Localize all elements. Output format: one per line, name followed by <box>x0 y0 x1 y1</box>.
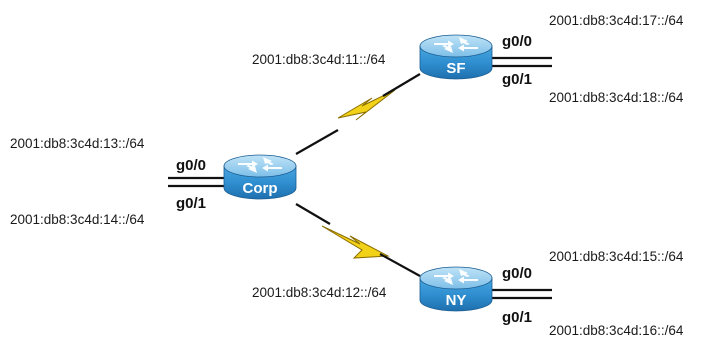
router-ny[interactable]: NY <box>419 266 493 312</box>
router-corp[interactable]: Corp <box>223 154 297 200</box>
network-corp-g01: 2001:db8:3c4d:14::/64 <box>10 212 145 227</box>
router-sf[interactable]: SF <box>419 34 493 80</box>
sf-interface-lines <box>492 56 552 68</box>
ny-interface-lines <box>492 288 552 300</box>
network-ny-g01: 2001:db8:3c4d:16::/64 <box>549 323 684 338</box>
corp-g00-label: g0/0 <box>176 157 206 174</box>
sf-g01-label: g0/1 <box>502 71 532 88</box>
serial-link-corp-sf <box>295 73 421 155</box>
corp-g01-label: g0/1 <box>176 195 206 212</box>
ny-g00-label: g0/0 <box>502 265 532 282</box>
network-corp-sf-wan: 2001:db8:3c4d:11::/64 <box>252 52 386 67</box>
network-corp-g00: 2001:db8:3c4d:13::/64 <box>10 136 145 151</box>
network-ny-g00: 2001:db8:3c4d:15::/64 <box>549 249 684 264</box>
ny-g01-label: g0/1 <box>502 309 532 326</box>
sf-g00-label: g0/0 <box>502 33 532 50</box>
network-corp-ny-wan: 2001:db8:3c4d:12::/64 <box>252 285 387 300</box>
router-sf-label: SF <box>446 60 465 77</box>
corp-interface-lines <box>168 176 224 188</box>
router-corp-label: Corp <box>243 180 278 197</box>
serial-link-corp-ny <box>295 203 421 277</box>
network-sf-g00: 2001:db8:3c4d:17::/64 <box>549 13 684 28</box>
router-ny-label: NY <box>446 292 467 309</box>
network-sf-g01: 2001:db8:3c4d:18::/64 <box>549 90 684 105</box>
